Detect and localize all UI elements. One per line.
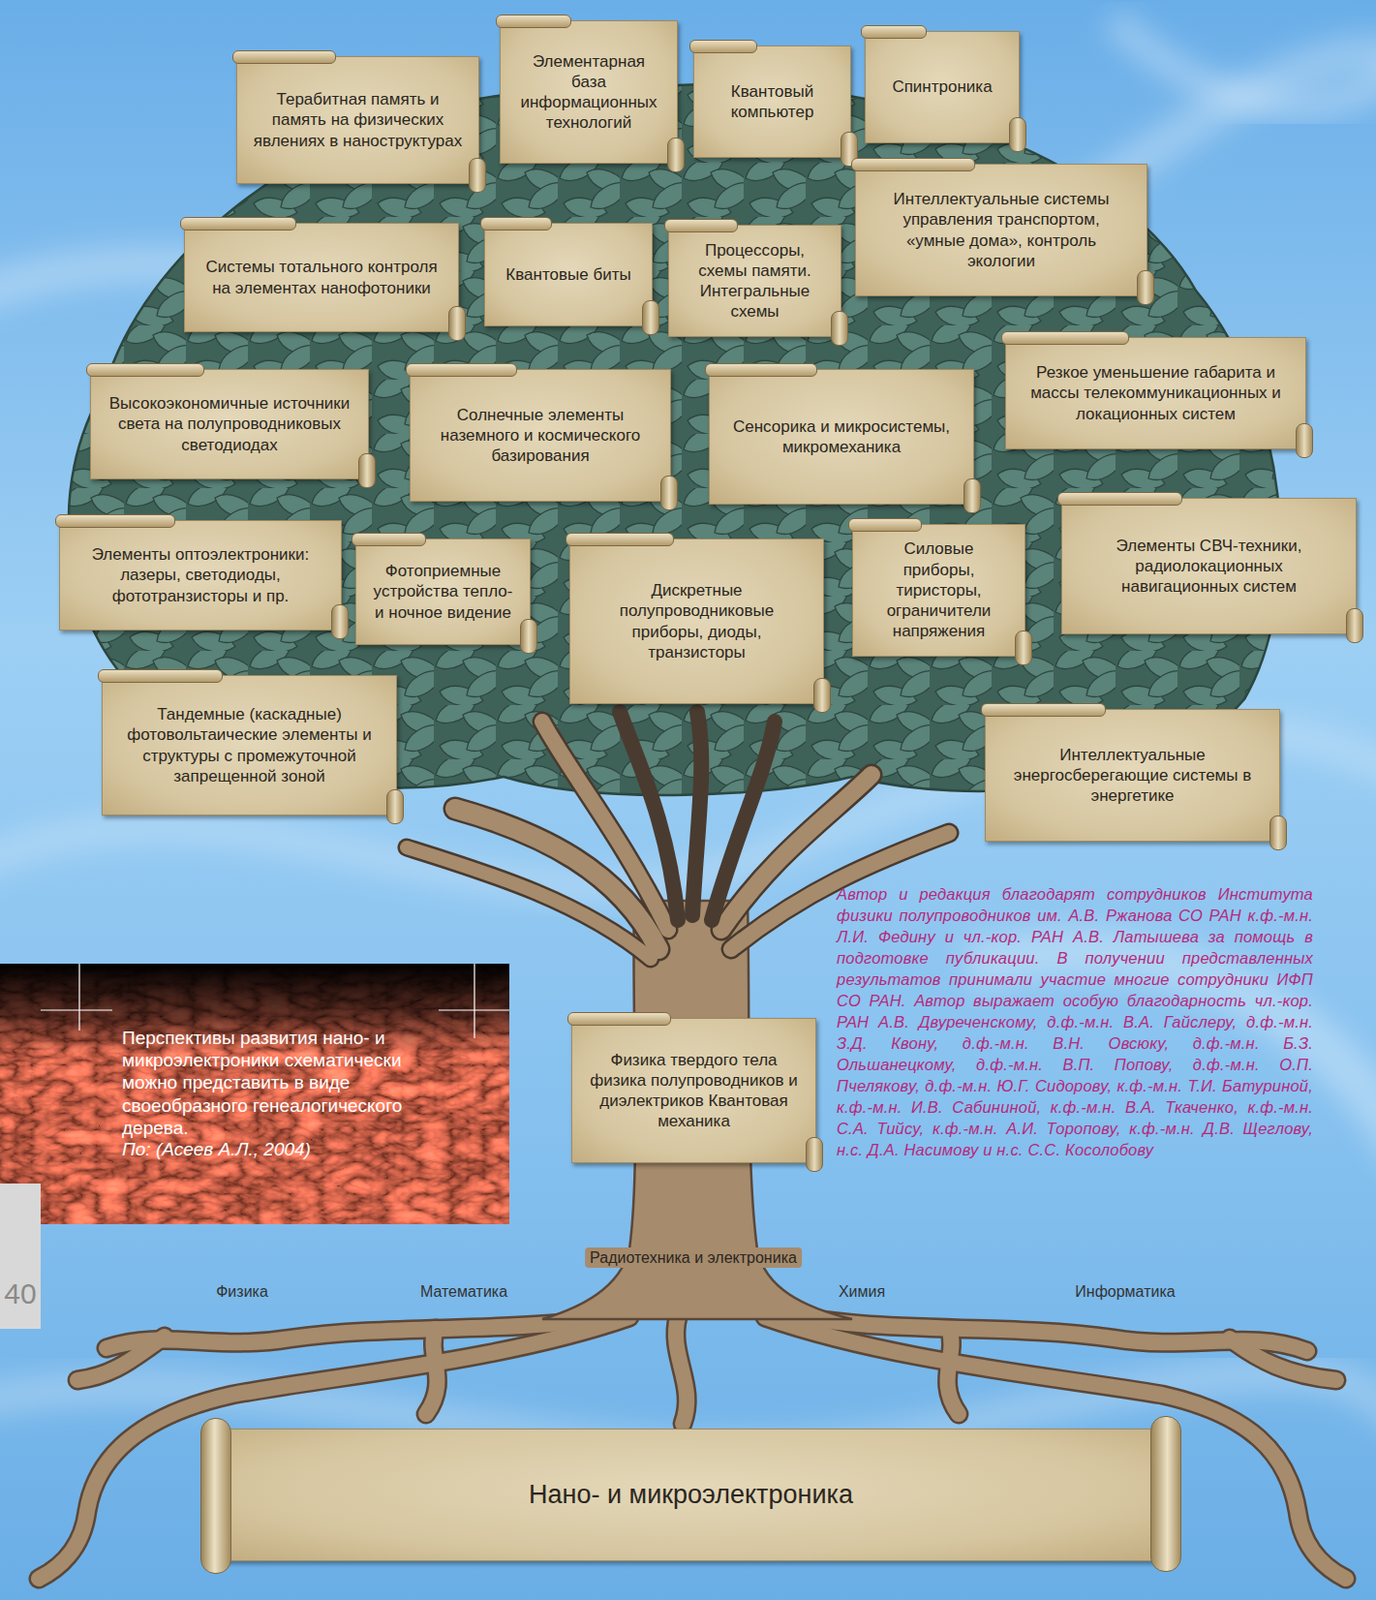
- node-text: Силовые приборы, тиристоры, ограничители…: [868, 538, 1010, 642]
- title-banner: Нано- и микроэлектроника: [218, 1428, 1163, 1561]
- acknowledgement: Автор и редакция благодарят сотрудников …: [836, 883, 1314, 1161]
- dark-branches: [619, 711, 775, 920]
- node-text: Элементарная база информационных техноло…: [516, 51, 662, 134]
- source-note: По: (Асеев А.Л., 2004): [122, 1138, 452, 1162]
- node-text: Интеллектуальные энергосберегающие систе…: [1001, 744, 1264, 807]
- scroll-box: Фотоприемные устройства тепло- и ночное …: [355, 538, 531, 645]
- branch: [711, 721, 775, 920]
- scroll-box: Элементы СВЧ-техники, радиолокационных н…: [1061, 497, 1357, 635]
- node-text: Дискретные полупроводниковые приборы, ди…: [585, 580, 808, 663]
- node-text: Резкое уменьшение габарита и массы телек…: [1021, 362, 1290, 425]
- scroll-box: Высокоэкономичные источники света на пол…: [90, 368, 369, 480]
- node-text: Фотоприемные устройства тепло- и ночное …: [371, 560, 515, 623]
- root-outlines: [38, 1309, 1346, 1579]
- node-text: Терабитная память и память на физических…: [252, 89, 463, 152]
- roots: [38, 1309, 1346, 1579]
- node-text: Процессоры, схемы памяти. Интегральные с…: [684, 240, 826, 323]
- node-text: Элементы оптоэлектроники: лазеры, светод…: [75, 544, 326, 607]
- scroll-box: Процессоры, схемы памяти. Интегральные с…: [668, 224, 842, 337]
- node-text: Квантовый компьютер: [709, 81, 835, 123]
- scroll-box: Резкое уменьшение габарита и массы телек…: [1005, 336, 1307, 450]
- node-text: Спинтроника: [881, 76, 1004, 97]
- root: [77, 1336, 165, 1380]
- node-text: Солнечные элементы наземного и космическ…: [426, 404, 655, 467]
- node-text: Сенсорика и микросистемы, микромеханика: [725, 416, 958, 459]
- background-swirls: [0, 19, 1376, 1453]
- node-text: Интеллектуальные системы управления тран…: [871, 188, 1132, 272]
- caption-panel: [0, 963, 510, 1329]
- node-text: Системы тотального контроля на элементах…: [200, 256, 443, 299]
- scroll-box: Сенсорика и микросистемы, микромеханика: [708, 368, 975, 505]
- scroll-box: Системы тотального контроля на элементах…: [183, 222, 459, 333]
- scroll-box: Квантовые биты: [484, 222, 653, 327]
- scroll-box: Дискретные полупроводниковые приборы, ди…: [569, 538, 825, 704]
- scroll-box: Квантовый компьютер: [693, 45, 852, 158]
- trunk: [542, 900, 853, 1319]
- page-number: 40: [3, 1276, 36, 1312]
- scroll-box: Физика твердого тела физика полупроводни…: [571, 1017, 817, 1163]
- scroll-box: Спинтроника: [864, 30, 1020, 144]
- lava-texture: [0, 963, 510, 1224]
- caption: Перспективы развития нано- и микроэлектр…: [122, 1026, 452, 1139]
- branch: [692, 711, 702, 916]
- node-text: Физика твердого тела физика полупроводни…: [587, 1049, 800, 1132]
- root-fills: [38, 1309, 1346, 1579]
- node-text: Нано- и микроэлектроника: [235, 1478, 1147, 1512]
- root: [947, 1328, 959, 1414]
- root: [675, 1316, 687, 1424]
- root-label: Информатика: [1074, 1282, 1175, 1301]
- node-text: Высокоэкономичные источники света на пол…: [106, 393, 353, 456]
- root: [1229, 1338, 1337, 1380]
- scroll-box: Интеллектуальные энергосберегающие систе…: [984, 708, 1281, 842]
- branch: [406, 847, 651, 959]
- crosshairs: [40, 963, 510, 1039]
- scroll-box: Терабитная память и память на физических…: [236, 56, 480, 184]
- scroll-box: Тандемные (каскадные) фотовольтаические …: [101, 674, 398, 816]
- root-label: Физика: [215, 1282, 269, 1301]
- trunk-label: Радиотехника и электроника: [584, 1247, 802, 1268]
- panel-sky: [0, 963, 510, 1224]
- scroll-box: Силовые приборы, тиристоры, ограничители…: [852, 523, 1026, 657]
- crosshair-line: [473, 963, 475, 1039]
- scroll-box: Элементы оптоэлектроники: лазеры, светод…: [59, 519, 342, 631]
- panel-ground: [0, 963, 510, 1224]
- crosshair-line: [78, 963, 80, 1031]
- swirl: [1113, 19, 1376, 106]
- root: [426, 1328, 438, 1414]
- node-text: Элементы СВЧ-техники, радиолокационных н…: [1077, 535, 1341, 598]
- root: [675, 1316, 687, 1424]
- scroll-box: Элементарная база информационных техноло…: [499, 20, 678, 164]
- node-text: Тандемные (каскадные) фотовольтаические …: [118, 703, 381, 787]
- branch: [406, 847, 651, 959]
- root-label: Химия: [838, 1282, 886, 1301]
- node-text: Квантовые биты: [500, 264, 637, 285]
- root: [947, 1328, 959, 1414]
- branch: [619, 711, 678, 920]
- root-label: Математика: [420, 1282, 508, 1301]
- scroll-box: Интеллектуальные системы управления тран…: [855, 163, 1148, 297]
- page-tab: [0, 1183, 41, 1329]
- crosshair-line: [40, 1009, 113, 1010]
- scroll-box: Солнечные элементы наземного и космическ…: [409, 368, 672, 502]
